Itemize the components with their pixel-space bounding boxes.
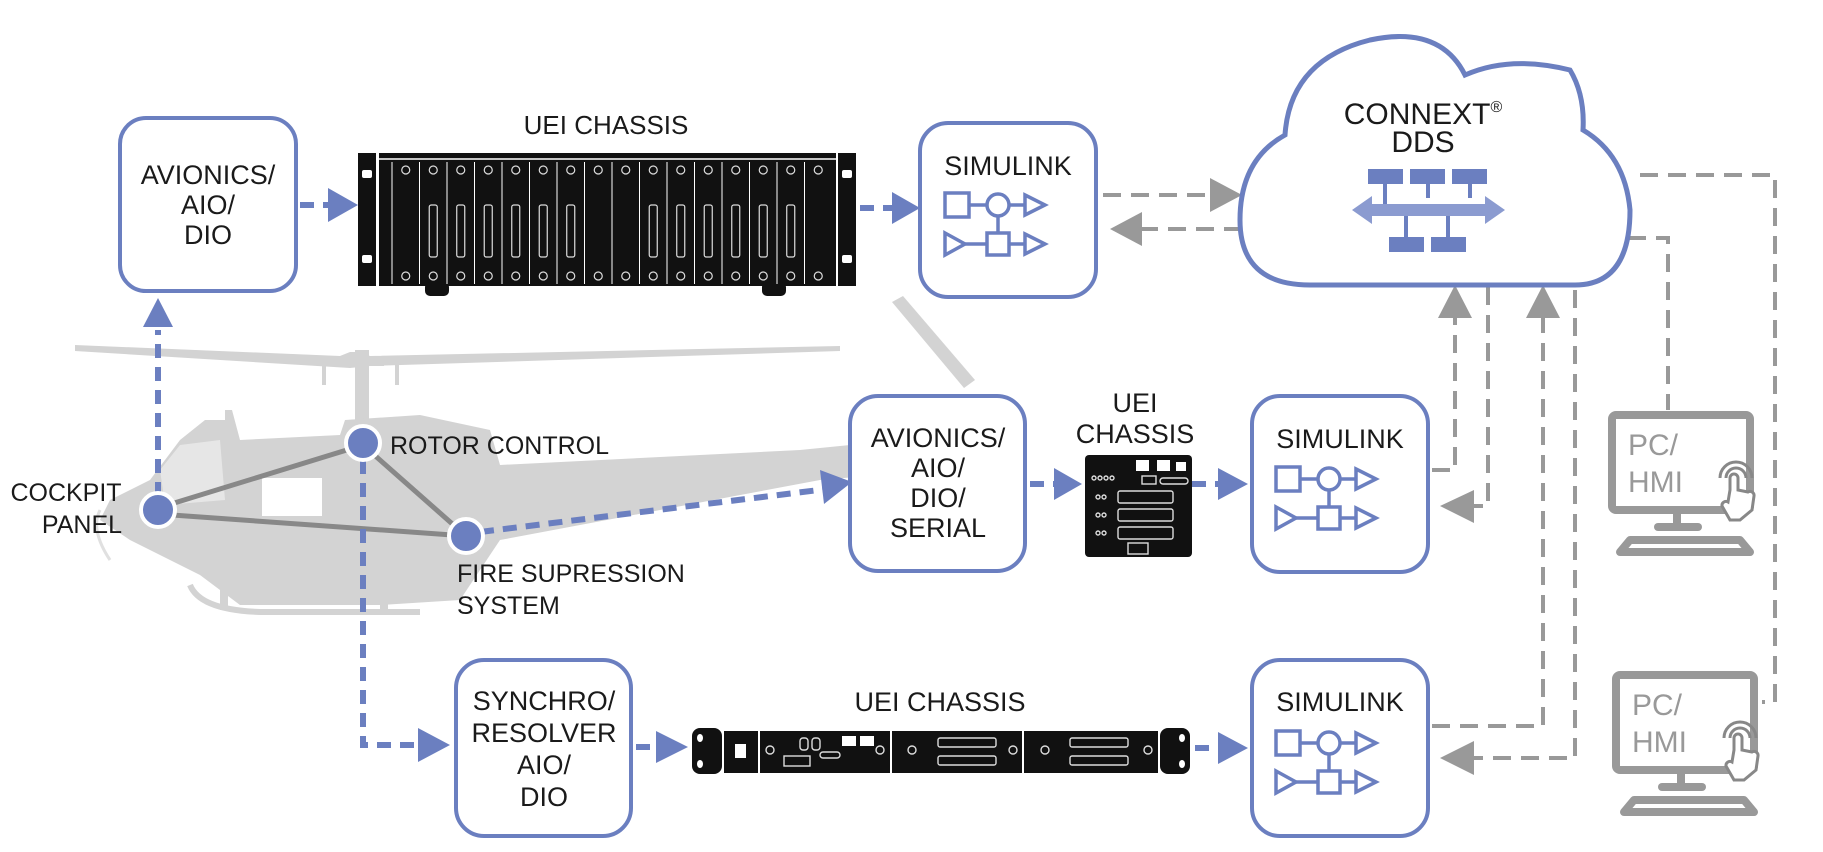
pc-hmi-2-line-2: HMI — [1632, 726, 1687, 759]
chassis-card-slot — [721, 162, 741, 284]
rotor-control-label: ROTOR CONTROL — [390, 432, 609, 460]
touch-monitor-icon — [1608, 411, 1756, 556]
simulink-block-diagram-icon — [1274, 465, 1380, 532]
fire-suppression-node[interactable] — [447, 517, 485, 555]
chassis-card-slot — [474, 162, 493, 284]
connext-title: CONNEXT® — [1344, 98, 1503, 131]
dds-databus-icon — [1352, 169, 1505, 252]
uei-chassis-label-mid-2: CHASSIS — [1076, 419, 1195, 449]
chassis-card-slot — [694, 162, 713, 284]
arrow-up-to-avionics — [143, 298, 173, 327]
dds-title: DDS — [1391, 126, 1454, 159]
chassis-card-slot — [419, 162, 438, 284]
avionics-line-1: AVIONICS/ — [141, 160, 276, 190]
simulink-label-top: SIMULINK — [944, 151, 1072, 181]
synchro-resolver-box[interactable]: SYNCHRO/ RESOLVER AIO/ DIO — [454, 658, 633, 838]
pc-hmi-1-line-2: HMI — [1628, 466, 1683, 499]
chassis-card-slot — [584, 162, 603, 284]
dds-connectors — [1103, 173, 1777, 775]
simulink-block-diagram-icon — [1274, 729, 1380, 796]
avionics-mid-line-1: AVIONICS/ — [871, 423, 1006, 453]
arrow-to-avionics-middle — [820, 470, 852, 504]
uei-chassis-label-top: UEI CHASSIS — [524, 110, 689, 140]
pc-hmi-1-line-1: PC/ — [1628, 429, 1679, 462]
chassis-card-slot — [804, 162, 823, 284]
synchro-line-3: AIO/ — [517, 750, 572, 780]
simulink-box-top[interactable]: SIMULINK — [918, 121, 1098, 299]
pc-hmi-terminal-1[interactable]: PC/ HMI — [1608, 411, 1756, 556]
synchro-line-4: DIO — [520, 782, 568, 812]
touch-monitor-icon — [1612, 671, 1760, 816]
blue-connectors — [143, 188, 1248, 764]
chassis-card-slot — [749, 162, 768, 284]
chassis-card-slot — [776, 162, 796, 284]
simulink-box-middle[interactable]: SIMULINK — [1250, 394, 1430, 574]
helicopter-network — [157, 442, 468, 539]
avionics-aio-dio-box[interactable]: AVIONICS/ AIO/ DIO — [118, 116, 298, 293]
synchro-line-1: SYNCHRO/ — [473, 686, 616, 716]
chassis-card-slot — [529, 162, 548, 284]
avionics-line-2: AIO/ — [181, 190, 236, 220]
synchro-line-2: RESOLVER — [471, 718, 616, 748]
chassis-card-slot — [391, 162, 411, 284]
cockpit-label-1: COCKPIT — [10, 479, 121, 507]
pc-hmi-2-line-1: PC/ — [1632, 689, 1683, 722]
uei-chassis-label-bottom: UEI CHASSIS — [854, 687, 1025, 717]
chassis-card-slot — [501, 162, 521, 284]
avionics-line-3: DIO — [184, 220, 232, 250]
chassis-card-slot — [446, 162, 466, 284]
uei-chassis-label-mid-1: UEI — [1112, 388, 1157, 418]
fire-suppression-label-1: FIRE SUPRESSION — [457, 560, 685, 588]
simulink-block-diagram-icon — [943, 191, 1049, 258]
rack-chassis-1u-icon — [692, 728, 1190, 774]
compact-chassis-icon — [1085, 455, 1192, 557]
rack-chassis-3u-icon — [358, 153, 856, 296]
simulink-box-bottom[interactable]: SIMULINK — [1250, 658, 1430, 838]
cockpit-panel-node[interactable] — [139, 491, 177, 529]
connext-dds-cloud[interactable]: CONNEXT® DDS — [1237, 34, 1633, 288]
cockpit-label-2: PANEL — [42, 511, 122, 539]
avionics-mid-line-4: SERIAL — [890, 513, 986, 543]
chassis-card-slot — [639, 162, 658, 284]
avionics-mid-line-2: AIO/ — [911, 453, 966, 483]
pc-hmi-terminal-2[interactable]: PC/ HMI — [1612, 671, 1760, 816]
chassis-card-slot — [611, 162, 631, 284]
rotor-control-node[interactable] — [344, 424, 382, 462]
simulink-label-mid: SIMULINK — [1276, 424, 1404, 454]
fire-suppression-label-2: SYSTEM — [457, 592, 560, 620]
chassis-card-slot — [556, 162, 576, 284]
avionics-mid-line-3: DIO/ — [910, 483, 966, 513]
avionics-aio-dio-serial-box[interactable]: AVIONICS/ AIO/ DIO/ SERIAL — [848, 394, 1027, 573]
chassis-card-slot — [666, 162, 686, 284]
simulink-label-bottom: SIMULINK — [1276, 687, 1404, 717]
